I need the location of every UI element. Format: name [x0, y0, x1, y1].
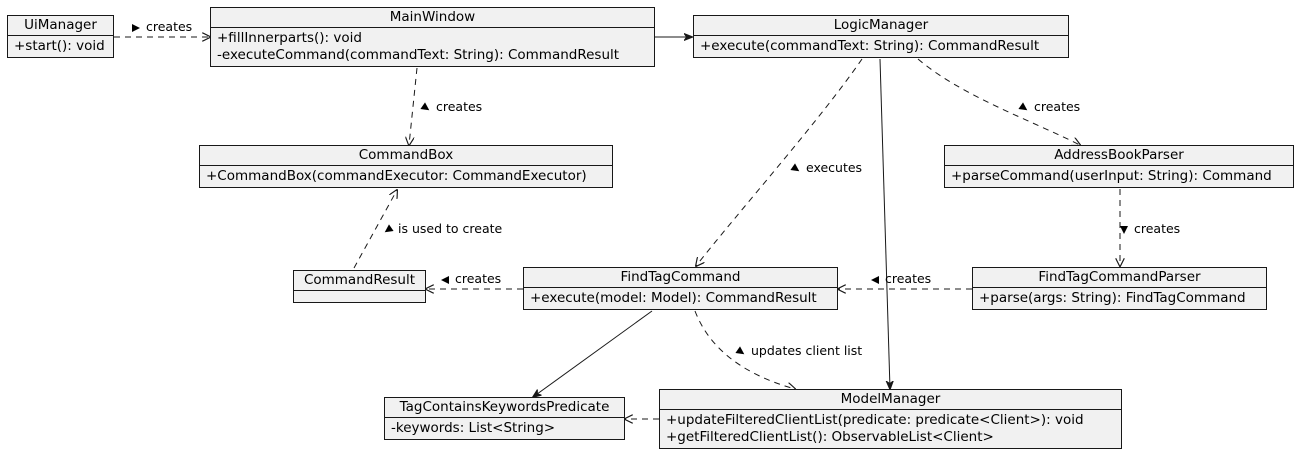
- class-command-box: CommandBox +CommandBox(commandExecutor: …: [199, 145, 613, 188]
- relation-label: creates: [1034, 99, 1081, 114]
- class-members: +execute(commandText: String): CommandRe…: [694, 36, 1068, 57]
- relation-label: creates: [1134, 221, 1181, 236]
- relation-label: executes: [806, 160, 863, 175]
- class-member: +CommandBox(commandExecutor: CommandExec…: [206, 168, 587, 184]
- class-member: +start(): void: [14, 38, 105, 54]
- relation-logic-to-model: [879, 58, 890, 389]
- class-member: +fillInnerparts(): void: [217, 30, 362, 46]
- label-logic-to-parser: creates: [1018, 99, 1081, 114]
- relation-label: creates: [436, 99, 483, 114]
- direction-arrow-icon: [790, 162, 802, 175]
- class-member: +parse(args: String): FindTagCommand: [979, 290, 1246, 306]
- class-members: +updateFilteredClientList(predicate: pre…: [660, 410, 1121, 448]
- class-find-tag-command-parser: FindTagCommandParser +parse(args: String…: [972, 267, 1267, 310]
- class-find-tag-command: FindTagCommand +execute(model: Model): C…: [523, 267, 838, 310]
- direction-arrow-icon: [382, 223, 394, 236]
- class-name: CommandBox: [200, 146, 612, 166]
- class-member: +execute(model: Model): CommandResult: [530, 290, 817, 306]
- direction-arrow-icon: [871, 275, 879, 284]
- class-name: UiManager: [8, 16, 113, 36]
- label-findtag-to-model: updates client list: [735, 343, 863, 358]
- class-ui-manager: UiManager +start(): void: [7, 15, 114, 58]
- class-name: ModelManager: [660, 390, 1121, 410]
- class-name: FindTagCommand: [524, 268, 837, 288]
- class-name: TagContainsKeywordsPredicate: [385, 398, 624, 418]
- class-members: +parse(args: String): FindTagCommand: [973, 288, 1266, 309]
- label-logic-to-findtag: executes: [790, 160, 863, 175]
- direction-arrow-icon: [132, 23, 140, 32]
- relation-label: updates client list: [751, 343, 863, 358]
- relation-logic-to-parser: [917, 58, 1080, 145]
- class-member: -executeCommand(commandText: String): Co…: [217, 47, 620, 63]
- label-result-to-commandbox: is used to create: [382, 221, 503, 236]
- class-logic-manager: LogicManager +execute(commandText: Strin…: [693, 15, 1069, 58]
- class-members: +fillInnerparts(): void -executeCommand(…: [211, 28, 654, 66]
- class-main-window: MainWindow +fillInnerparts(): void -exec…: [210, 7, 655, 67]
- relation-main-to-commandbox: [409, 67, 418, 145]
- class-members: +execute(model: Model): CommandResult: [524, 288, 837, 309]
- direction-arrow-icon: [1120, 225, 1128, 234]
- class-model-manager: ModelManager +updateFilteredClientList(p…: [659, 389, 1122, 449]
- class-name: MainWindow: [211, 8, 654, 28]
- class-name: CommandResult: [294, 271, 425, 291]
- label-main-to-commandbox: creates: [420, 99, 483, 114]
- class-member: +execute(commandText: String): CommandRe…: [700, 38, 1040, 54]
- relation-label: creates: [455, 271, 502, 286]
- label-parser-to-findtagparser: creates: [1120, 221, 1180, 236]
- class-members: +CommandBox(commandExecutor: CommandExec…: [200, 166, 612, 187]
- relation-label: is used to create: [398, 221, 503, 236]
- class-members: [294, 291, 425, 302]
- relation-label: creates: [146, 19, 193, 34]
- class-name: FindTagCommandParser: [973, 268, 1266, 288]
- class-address-book-parser: AddressBookParser +parseCommand(userInpu…: [944, 145, 1294, 188]
- direction-arrow-icon: [420, 101, 432, 114]
- label-findtagparser-to-findtag: creates: [871, 271, 931, 286]
- direction-arrow-icon: [441, 275, 449, 284]
- label-findtag-to-result: creates: [441, 271, 501, 286]
- direction-arrow-icon: [1018, 101, 1030, 114]
- direction-arrow-icon: [735, 345, 747, 358]
- class-member: +getFilteredClientList(): ObservableList…: [666, 429, 994, 445]
- relation-findtag-to-predicate: [533, 310, 653, 397]
- class-name: LogicManager: [694, 16, 1068, 36]
- relation-logic-to-findtag: [696, 58, 863, 266]
- class-member: +parseCommand(userInput: String): Comman…: [951, 168, 1272, 184]
- class-member: -keywords: List<String>: [391, 420, 556, 436]
- class-members: +start(): void: [8, 36, 113, 57]
- relation-result-to-commandbox: [353, 190, 397, 269]
- label-ui-to-main: creates: [132, 19, 192, 34]
- class-tag-contains-keywords-predicate: TagContainsKeywordsPredicate -keywords: …: [384, 397, 625, 440]
- relation-label: creates: [885, 271, 932, 286]
- class-member: +updateFilteredClientList(predicate: pre…: [666, 412, 1084, 428]
- class-command-result: CommandResult: [293, 270, 426, 303]
- relation-findtag-to-model: [694, 310, 795, 389]
- class-members: +parseCommand(userInput: String): Comman…: [945, 166, 1293, 187]
- class-members: -keywords: List<String>: [385, 418, 624, 439]
- class-name: AddressBookParser: [945, 146, 1293, 166]
